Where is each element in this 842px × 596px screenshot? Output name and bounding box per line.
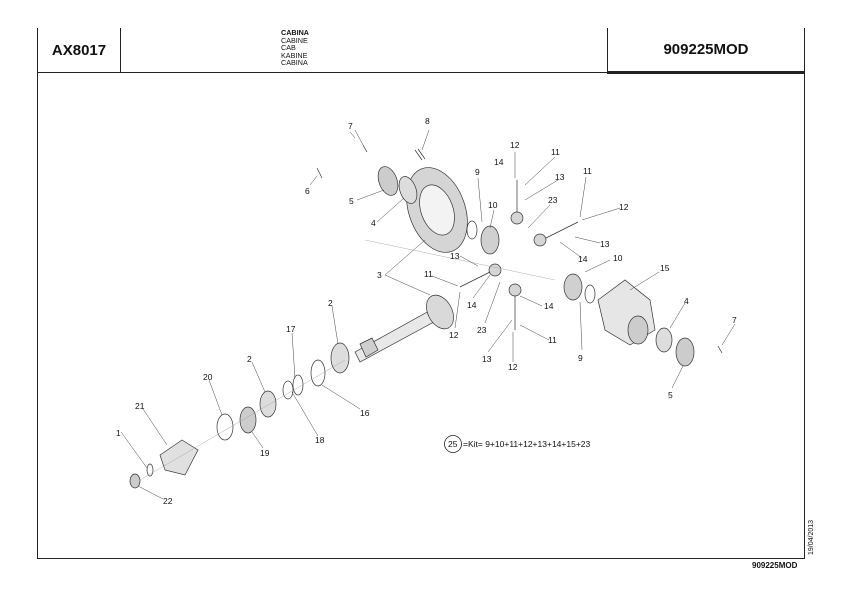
model-code: AX8017 (37, 28, 121, 72)
callout-label: 23 (477, 325, 487, 335)
callout-label: 13 (482, 354, 492, 364)
callout-label: 12 (508, 362, 518, 372)
yoke-flange (159, 439, 199, 476)
callout-label: 9 (578, 353, 583, 363)
callout-label: 23 (548, 195, 558, 205)
pin (717, 345, 723, 354)
planet-gear (510, 211, 524, 225)
callout-label: 11 (548, 335, 557, 345)
callout-label: 13 (555, 172, 565, 182)
seal (239, 406, 257, 434)
nut (129, 473, 141, 489)
cabin-label: CABINA (281, 28, 309, 37)
footer-drawing-code: 909225MOD (752, 561, 798, 570)
callout-label: 7 (732, 315, 737, 325)
callout-label: 2 (247, 354, 252, 364)
bearing (398, 176, 418, 204)
callout-label: 21 (135, 401, 145, 411)
cabin-label: CAB (281, 43, 296, 53)
o-ring (146, 463, 154, 477)
revision-date: 19/04/2013 (808, 519, 815, 555)
callout-label: 14 (544, 301, 554, 311)
planet-gear (533, 233, 547, 247)
callout-label: 11 (424, 269, 433, 279)
callout-label: 12 (619, 202, 629, 212)
callout-label: 9 (475, 167, 480, 177)
callout-label: 11 (583, 166, 592, 176)
planet-gear (488, 263, 502, 277)
kit-note: 25 =Kit= 9+10+11+12+13+14+15+23 (444, 435, 591, 453)
washer (466, 220, 478, 240)
kit-contents: =Kit= 9+10+11+12+13+14+15+23 (463, 439, 591, 449)
callout-label: 14 (494, 157, 504, 167)
cabin-label: CABINE (281, 35, 308, 45)
callout-label: 8 (425, 116, 430, 126)
ring-nut (675, 337, 695, 367)
ring-nut (377, 166, 399, 196)
callout-label: 2 (328, 298, 333, 308)
callout-label: 11 (551, 147, 560, 157)
callout-label: 19 (260, 448, 270, 458)
callout-label: 13 (450, 251, 460, 261)
callout-label: 10 (613, 253, 623, 263)
kit-number: 25 (448, 439, 458, 449)
callout-label: 20 (203, 372, 213, 382)
washer (584, 284, 596, 304)
callout-label: 14 (578, 254, 588, 264)
callout-label: 3 (377, 270, 382, 280)
spacer-ring (310, 359, 326, 387)
bolt (414, 148, 426, 161)
shim (292, 374, 304, 396)
cabin-labels: CABINA CABINE CAB KABINE CABINA (121, 28, 607, 72)
callout-label: 14 (467, 300, 477, 310)
shim (282, 380, 294, 400)
callout-label: 18 (315, 435, 325, 445)
side-gear (563, 273, 583, 301)
callout-label: 5 (668, 390, 673, 400)
drawing-frame (37, 72, 805, 559)
callout-label: 12 (449, 330, 459, 340)
side-gear (480, 225, 500, 255)
callout-label: 22 (163, 496, 173, 506)
bearing (330, 342, 350, 374)
callout-label: 15 (660, 263, 670, 273)
callout-label: 7 (348, 121, 353, 131)
callout-label: 16 (360, 408, 370, 418)
callout-label: 12 (510, 140, 520, 150)
planet-gear (508, 283, 522, 297)
oil-seal (216, 413, 234, 441)
callout-label: 10 (488, 200, 498, 210)
callout-label: 4 (371, 218, 376, 228)
callout-label: 13 (600, 239, 610, 249)
callout-label: 1 (116, 428, 121, 438)
pinion-gear (426, 294, 454, 330)
callout-label: 4 (684, 296, 689, 306)
callout-label: 5 (349, 196, 354, 206)
bearing (259, 390, 277, 418)
cabin-label: CABINA (281, 58, 308, 68)
cabin-label: KABINE (281, 50, 308, 60)
callout-label: 17 (286, 324, 296, 334)
pin (362, 144, 368, 153)
callout-label: 6 (305, 186, 310, 196)
pin (316, 167, 323, 179)
kit-number-circle (444, 435, 462, 453)
bearing (655, 327, 673, 353)
